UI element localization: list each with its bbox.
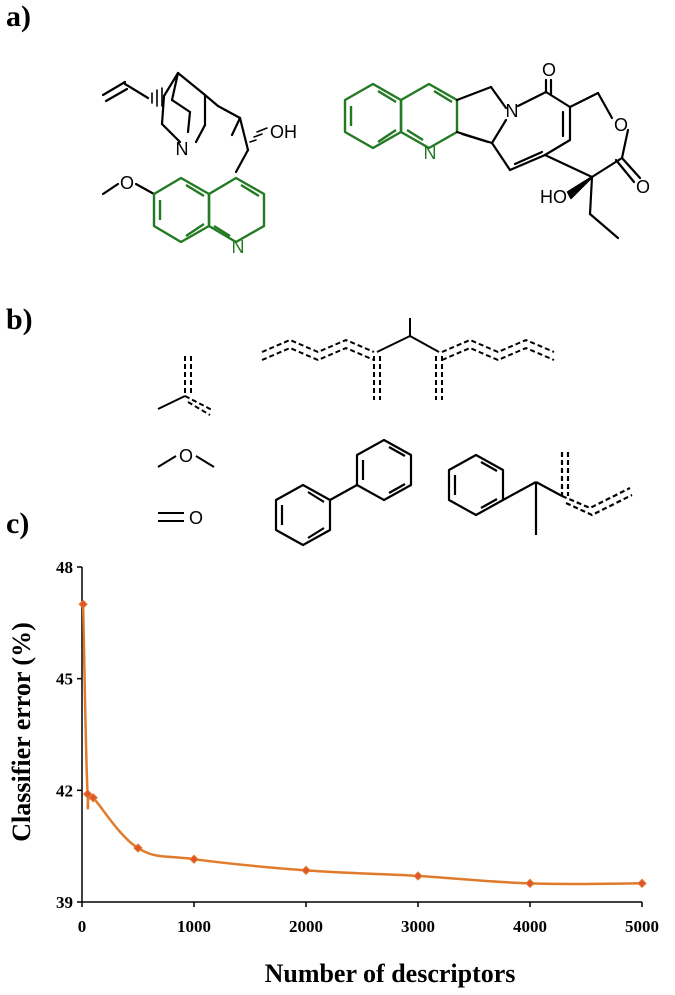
quinine-quinoline-ring <box>152 176 266 244</box>
quinine-o-label: O <box>120 173 134 193</box>
quinine-oh-label: OH <box>270 122 297 142</box>
fragment-chain <box>261 318 555 400</box>
chart-area: 39 42 45 48 0 1000 2000 3000 4000 5000 Number of… <box>7 558 659 988</box>
data-point-marker <box>88 793 98 803</box>
camptothecin-n-amide: N <box>506 101 519 121</box>
x-tick-label: 2000 <box>289 917 323 936</box>
panel-label-c: c) <box>6 507 30 540</box>
fragment-biphenyl <box>274 438 413 547</box>
camptothecin-lactone-o: O <box>614 115 628 135</box>
data-point-marker <box>301 865 311 876</box>
data-point-marker <box>82 789 93 799</box>
quinine-n-bridge: N <box>176 139 189 159</box>
x-tick-label: 0 <box>78 917 87 936</box>
series-line <box>81 604 643 886</box>
y-tick-label: 48 <box>56 558 73 577</box>
panel-label-a: a) <box>6 0 31 33</box>
y-tick-label: 39 <box>56 893 73 912</box>
data-point-marker <box>525 878 535 889</box>
data-point-marker <box>637 878 647 889</box>
y-axis-title: Classifier error (%) <box>7 622 36 842</box>
x-tick-label: 4000 <box>513 917 547 936</box>
camptothecin-carbonyl-o: O <box>636 177 650 197</box>
camptothecin-n-ring: N <box>424 143 437 163</box>
x-axis-title: Number of descriptors <box>265 959 516 988</box>
fragment-benzyl <box>447 452 633 535</box>
fragment-branch <box>157 356 213 416</box>
x-ticks: 0 1000 2000 3000 4000 5000 <box>78 902 659 936</box>
fragment-carbonyl <box>158 512 184 522</box>
y-ticks: 39 42 45 48 <box>56 558 82 912</box>
camptothecin-core <box>455 78 642 240</box>
data-point-marker <box>413 871 423 881</box>
quinine-structure <box>101 71 268 196</box>
series-markers <box>78 599 647 889</box>
quinine-n-ring: N <box>232 237 245 257</box>
camptothecin-ho-label: HO <box>540 187 567 207</box>
x-tick-label: 1000 <box>177 917 211 936</box>
x-tick-label: 5000 <box>625 917 659 936</box>
panel-label-b: b) <box>6 303 33 336</box>
y-tick-label: 42 <box>56 781 73 800</box>
data-point-marker <box>189 854 199 864</box>
camptothecin-quinoline-ring <box>343 82 459 150</box>
data-point-marker <box>133 843 143 853</box>
x-tick-label: 3000 <box>401 917 435 936</box>
y-tick-label: 45 <box>56 670 73 689</box>
data-point-marker <box>78 599 88 609</box>
fragment-methoxy <box>157 455 215 468</box>
camptothecin-ketone-o: O <box>542 60 556 80</box>
fragment-carbonyl-o: O <box>189 508 203 528</box>
fragment-methoxy-o: O <box>179 446 193 466</box>
